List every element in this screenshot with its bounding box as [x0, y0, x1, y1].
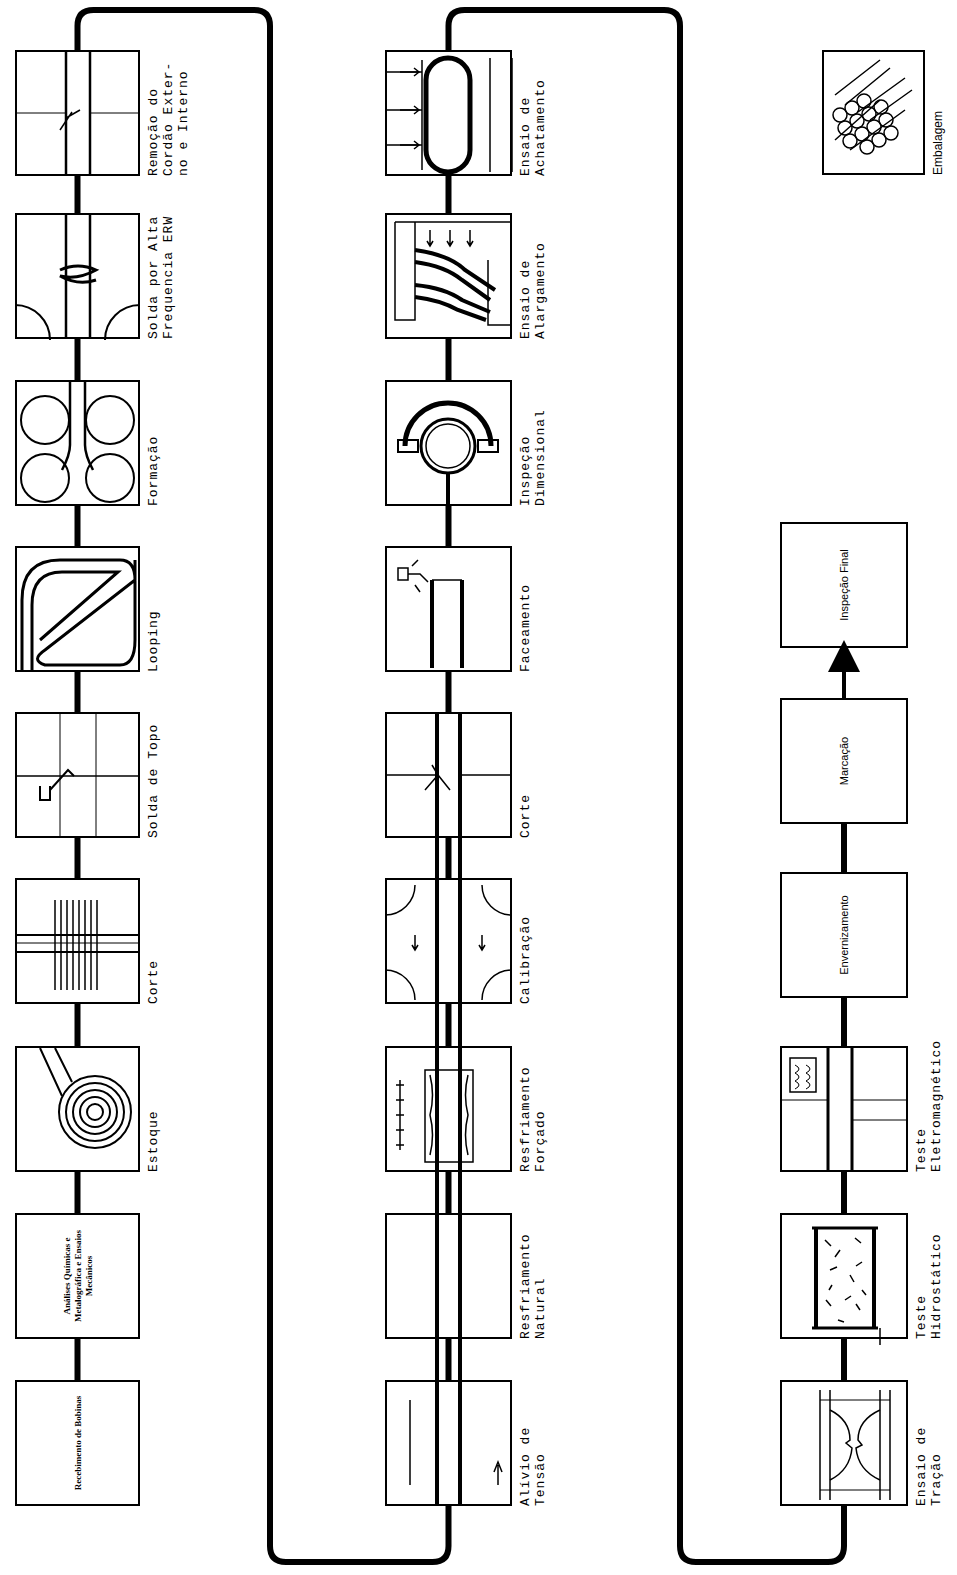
- step-label: Corte: [146, 874, 161, 1004]
- hf-weld-drawing: [15, 213, 140, 340]
- bead-removal-drawing: [15, 50, 140, 176]
- butt-weld-drawing: [15, 712, 140, 838]
- flow-connector: [449, 10, 845, 1562]
- flow-connector: [842, 648, 846, 698]
- flow-connector: [446, 1339, 452, 1380]
- step-label: Marcação: [838, 706, 851, 816]
- step-label: Inspeção Final: [838, 530, 851, 640]
- step-label: Ensaio de Achatamento: [518, 46, 548, 176]
- process-box: Estoque: [15, 1046, 140, 1172]
- flow-connector: [75, 838, 81, 878]
- step-label: Teste Hidrostático: [914, 1209, 944, 1339]
- flow-connector: [841, 824, 847, 872]
- step-label: Ensaio de Tração: [914, 1376, 944, 1506]
- process-box: Resfriamento Natural: [385, 1213, 512, 1339]
- process-box: Ensaio de Alargamento: [385, 213, 512, 339]
- flow-connector: [75, 506, 81, 546]
- flow-connector: [446, 1004, 452, 1046]
- hydrostatic-drawing: [812, 1228, 880, 1345]
- flow-connector: [841, 1339, 847, 1380]
- slitting-drawing: [15, 900, 140, 990]
- step-label: Alívio de Tensão: [518, 1376, 548, 1506]
- facing-drawing: [398, 560, 462, 668]
- step-label: Análises Químicas e Metalográfica e Ensa…: [61, 1221, 94, 1331]
- looping-drawing: [22, 560, 135, 672]
- flow-connector: [446, 672, 452, 712]
- step-label: Looping: [146, 542, 161, 672]
- pipe-drawing: [437, 712, 460, 1506]
- flow-connector: [75, 1172, 81, 1213]
- step-label: Faceamento: [518, 542, 533, 672]
- forming-rolls-drawing: [21, 380, 134, 502]
- process-box: Corte: [385, 712, 512, 838]
- step-label: Remoção do Cordão Exter- no e Interno: [146, 46, 191, 176]
- stress-relief-drawing: [410, 1400, 502, 1485]
- step-label: Inspeção Dimensional: [518, 376, 548, 506]
- process-box: Análises Químicas e Metalográfica e Ensa…: [15, 1213, 140, 1339]
- step-label: Envernizamento: [838, 880, 851, 990]
- flow-connector: [75, 1339, 81, 1380]
- step-label: Formação: [146, 376, 161, 506]
- flow-connector: [78, 10, 449, 1562]
- step-label: Teste Eletromagnético: [914, 1042, 944, 1172]
- process-box: Ensaio de Achatamento: [385, 50, 512, 176]
- process-box: Inspeção Final: [780, 522, 908, 648]
- process-box: Teste Eletromagnético: [780, 1046, 908, 1172]
- step-label: Embalagem: [931, 46, 945, 175]
- flow-connector: [75, 672, 81, 712]
- flow-connector: [75, 339, 81, 380]
- tensile-specimen-drawing: [820, 1390, 890, 1500]
- step-label: Ensaio de Alargamento: [518, 209, 548, 339]
- coil-drawing: [40, 1048, 131, 1148]
- sizing-rolls-drawing: [385, 885, 512, 1000]
- flow-connector: [446, 176, 452, 213]
- step-label: Estoque: [146, 1042, 161, 1172]
- process-box: Solda de Topo: [15, 712, 140, 838]
- pipe-bundle-drawing: [833, 60, 912, 154]
- em-test-drawing: [780, 1046, 908, 1172]
- flow-connector: [75, 1004, 81, 1046]
- step-label: Resfriamento Forçado: [518, 1042, 548, 1172]
- flow-connector: [75, 176, 81, 213]
- process-box: Corte: [15, 878, 140, 1004]
- flow-connector: [446, 838, 452, 878]
- process-box: Faceamento: [385, 546, 512, 672]
- step-label: Calibração: [518, 874, 533, 1004]
- flow-connector: [446, 1172, 452, 1213]
- process-box: Marcação: [780, 698, 908, 824]
- flow-connector: [841, 1172, 847, 1213]
- process-box: Solda por Alta Frequencia ERW: [15, 213, 140, 339]
- flow-connector: [446, 506, 452, 546]
- step-label: Solda por Alta Frequencia ERW: [146, 209, 176, 339]
- process-box: Envernizamento: [780, 872, 908, 998]
- process-box: Calibração: [385, 878, 512, 1004]
- flattening-test-drawing: [385, 58, 512, 172]
- process-box: Embalagem: [822, 50, 925, 175]
- flow-connector: [446, 339, 452, 380]
- process-box: Resfriamento Forçado: [385, 1046, 512, 1172]
- process-box: Alívio de Tensão: [385, 1380, 512, 1506]
- process-box: Recebimento de Bobinas: [15, 1380, 140, 1506]
- process-box: Teste Hidrostático: [780, 1213, 908, 1339]
- cutoff-drawing: [385, 765, 512, 790]
- step-label: Solda de Topo: [146, 708, 161, 838]
- step-label: Recebimento de Bobinas: [72, 1388, 83, 1498]
- process-box: Inspeção Dimensional: [385, 380, 512, 506]
- flow-connector: [841, 998, 847, 1046]
- step-label: Corte: [518, 708, 533, 838]
- process-box: Remoção do Cordão Exter- no e Interno: [15, 50, 140, 176]
- process-box: Formação: [15, 380, 140, 506]
- process-box: Looping: [15, 546, 140, 672]
- process-box: Ensaio de Tração: [780, 1380, 908, 1506]
- caliper-drawing: [398, 403, 498, 505]
- step-label: Resfriamento Natural: [518, 1209, 548, 1339]
- forced-cooling-drawing: [396, 1070, 473, 1162]
- flaring-test-drawing: [395, 222, 512, 325]
